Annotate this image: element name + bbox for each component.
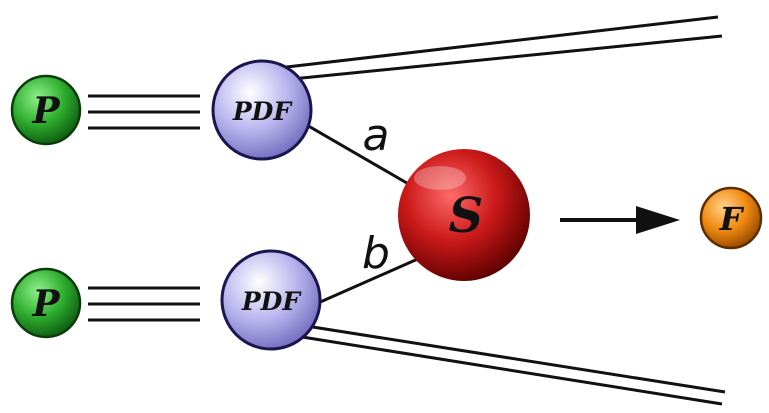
final-state-label: F [719,200,745,238]
beam-lines-bottom [88,288,200,320]
remnant-lines-top [278,17,722,80]
pdf-node-bottom: PDF [222,251,320,349]
proton-label-top: P [31,90,60,132]
pdf-label-bottom: PDF [241,287,302,316]
final-state-node: F [701,188,761,248]
parton-label-a: a [363,110,390,161]
pdf-node-top: PDF [213,61,311,159]
subprocess-label: S [449,188,484,244]
arrow-to-final-state [560,206,680,234]
parton-line-a [305,124,412,186]
pdf-label-top: PDF [232,97,293,126]
subprocess-highlight [414,166,466,190]
beam-lines-top [88,96,200,128]
parton-label-b: b [362,228,390,279]
proton-label-bottom: P [31,283,60,325]
remnant-lines-bottom [296,325,725,404]
proton-node-top: P [12,76,80,144]
subprocess-node: S [398,149,530,281]
proton-node-bottom: P [12,269,80,337]
